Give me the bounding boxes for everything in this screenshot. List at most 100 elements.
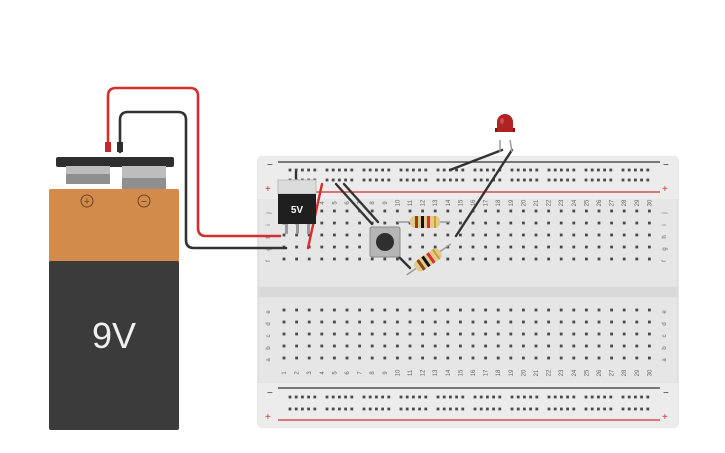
hole-c24[interactable] bbox=[572, 332, 576, 336]
rail-hole-bottom-minus[interactable] bbox=[461, 395, 465, 399]
rail-hole-top-plus[interactable] bbox=[412, 178, 415, 182]
rail-hole-bottom-plus[interactable] bbox=[350, 407, 354, 411]
rail-hole-top-plus[interactable] bbox=[399, 178, 403, 182]
hole-f2[interactable] bbox=[295, 257, 298, 261]
hole-j23[interactable] bbox=[559, 209, 563, 213]
hole-h17[interactable] bbox=[484, 233, 487, 237]
rail-hole-top-minus[interactable] bbox=[584, 168, 588, 172]
hole-a27[interactable] bbox=[610, 356, 613, 360]
rail-hole-top-minus[interactable] bbox=[338, 168, 341, 172]
hole-e17[interactable] bbox=[484, 308, 487, 312]
hole-d13[interactable] bbox=[433, 320, 437, 324]
hole-h15[interactable] bbox=[459, 233, 462, 237]
rail-hole-bottom-plus[interactable] bbox=[547, 407, 551, 411]
hole-d20[interactable] bbox=[522, 320, 525, 324]
wires[interactable] bbox=[106, 86, 514, 270]
hole-b17[interactable] bbox=[484, 344, 487, 348]
hole-c26[interactable] bbox=[597, 332, 601, 336]
hole-h20[interactable] bbox=[522, 233, 525, 237]
rail-hole-top-plus[interactable] bbox=[529, 178, 532, 182]
hole-b26[interactable] bbox=[597, 344, 601, 348]
rail-hole-bottom-minus[interactable] bbox=[627, 395, 631, 399]
hole-b1[interactable] bbox=[282, 344, 286, 348]
pushbutton-cap[interactable] bbox=[376, 233, 394, 251]
rail-hole-bottom-minus[interactable] bbox=[473, 395, 477, 399]
rail-hole-top-minus[interactable] bbox=[646, 168, 650, 172]
hole-j20[interactable] bbox=[522, 209, 525, 213]
hole-e2[interactable] bbox=[295, 308, 298, 312]
hole-d15[interactable] bbox=[459, 320, 462, 324]
rail-hole-top-minus[interactable] bbox=[529, 168, 532, 172]
hole-i7[interactable] bbox=[358, 221, 361, 225]
hole-j11[interactable] bbox=[408, 209, 412, 213]
hole-g27[interactable] bbox=[610, 245, 613, 249]
hole-a10[interactable] bbox=[396, 356, 399, 360]
hole-j9[interactable] bbox=[383, 209, 387, 213]
rail-hole-top-plus[interactable] bbox=[566, 178, 569, 182]
hole-c12[interactable] bbox=[421, 332, 424, 336]
rail-hole-bottom-plus[interactable] bbox=[510, 407, 514, 411]
hole-i27[interactable] bbox=[610, 221, 613, 225]
hole-a6[interactable] bbox=[345, 356, 349, 360]
hole-i10[interactable] bbox=[396, 221, 399, 225]
hole-b14[interactable] bbox=[446, 344, 450, 348]
hole-c2[interactable] bbox=[295, 332, 298, 336]
rail-hole-top-minus[interactable] bbox=[399, 168, 403, 172]
hole-g28[interactable] bbox=[622, 245, 626, 249]
rail-hole-top-plus[interactable] bbox=[516, 178, 520, 182]
hole-j19[interactable] bbox=[509, 209, 513, 213]
hole-d21[interactable] bbox=[534, 320, 538, 324]
rail-hole-bottom-minus[interactable] bbox=[516, 395, 520, 399]
hole-h13[interactable] bbox=[433, 233, 437, 237]
rail-hole-top-minus[interactable] bbox=[313, 168, 317, 172]
rail-hole-bottom-minus[interactable] bbox=[442, 395, 446, 399]
hole-h21[interactable] bbox=[534, 233, 538, 237]
hole-i29[interactable] bbox=[635, 221, 639, 225]
rail-hole-bottom-plus[interactable] bbox=[294, 407, 298, 411]
hole-c8[interactable] bbox=[370, 332, 374, 336]
hole-d24[interactable] bbox=[572, 320, 576, 324]
hole-g7[interactable] bbox=[358, 245, 361, 249]
hole-h27[interactable] bbox=[610, 233, 613, 237]
rail-hole-top-minus[interactable] bbox=[301, 168, 304, 172]
rail-hole-top-minus[interactable] bbox=[455, 168, 458, 172]
rail-hole-top-plus[interactable] bbox=[597, 178, 600, 182]
rail-hole-top-plus[interactable] bbox=[338, 178, 341, 182]
rail-hole-bottom-plus[interactable] bbox=[405, 407, 409, 411]
hole-b15[interactable] bbox=[459, 344, 462, 348]
rail-hole-top-minus[interactable] bbox=[381, 168, 384, 172]
battery-9v[interactable]: + − 9V bbox=[49, 142, 179, 430]
hole-b22[interactable] bbox=[547, 344, 550, 348]
hole-e24[interactable] bbox=[572, 308, 576, 312]
rail-hole-top-plus[interactable] bbox=[331, 178, 335, 182]
rail-hole-bottom-plus[interactable] bbox=[325, 407, 329, 411]
rail-hole-top-minus[interactable] bbox=[535, 168, 539, 172]
hole-f16[interactable] bbox=[471, 257, 475, 261]
hole-e3[interactable] bbox=[307, 308, 311, 312]
rail-hole-bottom-minus[interactable] bbox=[609, 395, 613, 399]
rail-hole-top-minus[interactable] bbox=[627, 168, 631, 172]
hole-g17[interactable] bbox=[484, 245, 487, 249]
rail-hole-bottom-minus[interactable] bbox=[375, 395, 378, 399]
hole-b25[interactable] bbox=[585, 344, 588, 348]
hole-f30[interactable] bbox=[648, 257, 651, 261]
rail-hole-bottom-minus[interactable] bbox=[325, 395, 329, 399]
hole-h1[interactable] bbox=[282, 233, 286, 237]
rail-hole-bottom-minus[interactable] bbox=[455, 395, 458, 399]
rail-hole-bottom-minus[interactable] bbox=[553, 395, 557, 399]
hole-h14[interactable] bbox=[446, 233, 450, 237]
hole-j25[interactable] bbox=[585, 209, 588, 213]
rail-hole-bottom-minus[interactable] bbox=[634, 395, 637, 399]
hole-e9[interactable] bbox=[383, 308, 387, 312]
hole-c23[interactable] bbox=[559, 332, 563, 336]
rail-hole-bottom-minus[interactable] bbox=[368, 395, 372, 399]
rail-hole-bottom-plus[interactable] bbox=[455, 407, 458, 411]
hole-f26[interactable] bbox=[597, 257, 601, 261]
hole-g15[interactable] bbox=[459, 245, 462, 249]
hole-a24[interactable] bbox=[572, 356, 576, 360]
rail-hole-top-plus[interactable] bbox=[535, 178, 539, 182]
rail-hole-bottom-minus[interactable] bbox=[288, 395, 292, 399]
hole-e8[interactable] bbox=[370, 308, 374, 312]
hole-j5[interactable] bbox=[333, 209, 336, 213]
hole-g18[interactable] bbox=[496, 245, 500, 249]
